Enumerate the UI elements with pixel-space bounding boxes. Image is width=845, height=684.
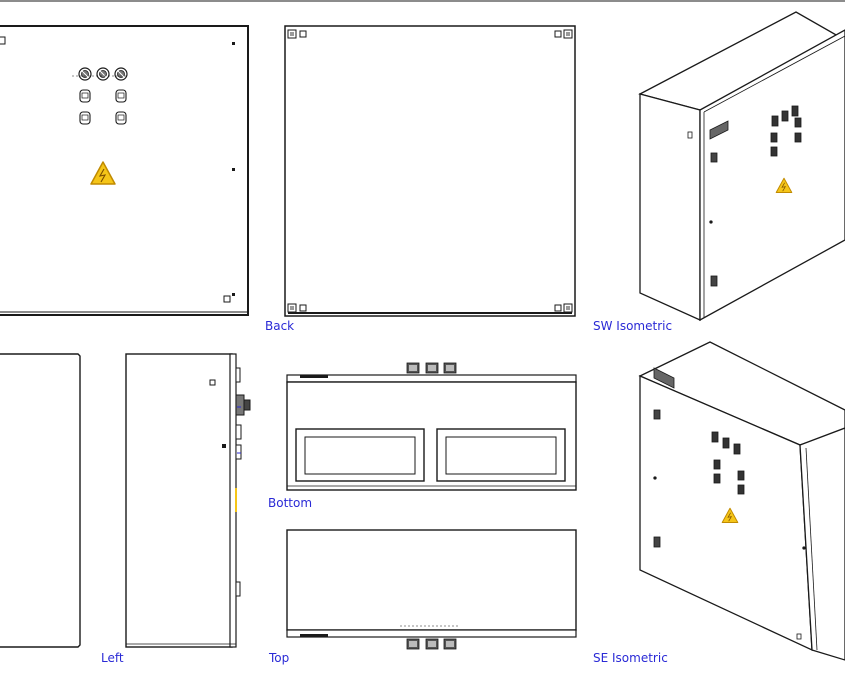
bottom-view (286, 362, 577, 491)
se-isometric-label: SE Isometric (593, 651, 668, 665)
partial-side-view (0, 353, 81, 648)
left-view (125, 353, 251, 648)
front-view (0, 25, 249, 316)
sw-isometric-view (638, 11, 845, 322)
selector-switch-icon (78, 67, 128, 81)
back-view-label: Back (265, 319, 295, 333)
left-view-label: Left (101, 651, 124, 665)
top-view-label: Top (269, 651, 290, 665)
top-view (286, 529, 577, 650)
corner-mount-icon (0, 36, 6, 45)
sw-isometric-label: SW Isometric (593, 319, 673, 333)
bottom-view-label: Bottom (268, 496, 313, 510)
back-view (284, 25, 576, 317)
se-isometric-view (638, 341, 845, 661)
